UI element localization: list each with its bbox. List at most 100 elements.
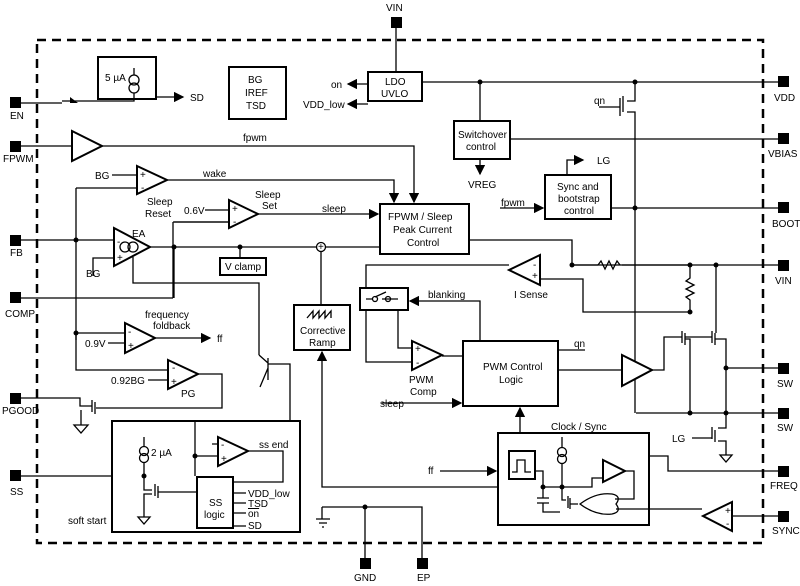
svg-text:GND: GND bbox=[354, 573, 376, 584]
svg-text:+: + bbox=[221, 454, 227, 465]
pin-boot: BOOT bbox=[611, 202, 800, 230]
svg-text:I Sense: I Sense bbox=[514, 290, 548, 301]
svg-text:+: + bbox=[140, 170, 146, 181]
svg-text:-: - bbox=[172, 363, 175, 374]
svg-text:Switchover: Switchover bbox=[458, 130, 508, 141]
pin-sw-1: SW bbox=[726, 363, 794, 390]
svg-text:ff: ff bbox=[428, 466, 434, 477]
pin-fpwm: FPWM bbox=[3, 141, 72, 165]
current-source-block: 5 µA SD bbox=[62, 56, 204, 104]
svg-text:BG: BG bbox=[248, 75, 263, 86]
svg-text:0.92BG: 0.92BG bbox=[111, 376, 145, 387]
svg-text:soft start: soft start bbox=[68, 516, 107, 527]
svg-text:Comp: Comp bbox=[410, 387, 437, 398]
svg-text:SD: SD bbox=[190, 93, 204, 104]
gate-driver: LG bbox=[621, 331, 734, 463]
vdd-switch-pmos: qn bbox=[594, 79, 638, 413]
svg-text:+: + bbox=[128, 341, 134, 352]
svg-text:control: control bbox=[466, 142, 496, 153]
svg-text:on: on bbox=[331, 80, 342, 91]
svg-text:0.9V: 0.9V bbox=[85, 339, 106, 350]
svg-text:-: - bbox=[221, 440, 224, 451]
svg-text:FREQ: FREQ bbox=[770, 481, 798, 492]
svg-text:FPWM / Sleep: FPWM / Sleep bbox=[388, 212, 453, 223]
pin-fb: FB bbox=[10, 235, 113, 259]
pin-vbias: VBIAS bbox=[510, 133, 798, 160]
svg-text:0.6V: 0.6V bbox=[184, 206, 205, 217]
svg-text:Reset: Reset bbox=[145, 209, 171, 220]
power-good-comparator: - + 0.92BG PG bbox=[111, 358, 201, 400]
clamp-transistor bbox=[258, 354, 291, 421]
pin-en: EN bbox=[10, 97, 62, 122]
svg-text:ff: ff bbox=[217, 334, 223, 345]
svg-text:Logic: Logic bbox=[499, 375, 523, 386]
vclamp-block: V clamp bbox=[219, 257, 267, 276]
svg-text:SW: SW bbox=[777, 379, 794, 390]
svg-text:ss end: ss end bbox=[259, 440, 288, 451]
svg-text:PGOOD: PGOOD bbox=[2, 406, 39, 417]
pin-pgood: PGOOD bbox=[2, 373, 223, 434]
svg-text:BG: BG bbox=[86, 269, 101, 280]
svg-text:+: + bbox=[232, 204, 238, 215]
svg-text:BOOT: BOOT bbox=[772, 219, 800, 230]
svg-text:-: - bbox=[726, 519, 729, 530]
svg-text:TSD: TSD bbox=[246, 101, 266, 112]
svg-text:EA: EA bbox=[132, 229, 146, 240]
svg-text:PG: PG bbox=[181, 389, 196, 400]
svg-text:Sleep: Sleep bbox=[255, 190, 281, 201]
svg-text:LDO: LDO bbox=[385, 77, 406, 88]
svg-text:+: + bbox=[725, 506, 731, 517]
svg-text:control: control bbox=[564, 206, 594, 217]
svg-text:SS: SS bbox=[209, 498, 223, 509]
fpwm-buffer: fpwm bbox=[71, 129, 420, 204]
svg-text:BG: BG bbox=[95, 171, 110, 182]
svg-text:FPWM: FPWM bbox=[3, 154, 34, 165]
pin-ep: EP bbox=[417, 558, 431, 584]
svg-text:SYNC: SYNC bbox=[772, 526, 800, 537]
ic-boundary bbox=[35, 38, 765, 545]
svg-text:IREF: IREF bbox=[245, 88, 268, 99]
svg-text:sleep: sleep bbox=[322, 204, 346, 215]
svg-text:-: - bbox=[416, 358, 419, 369]
svg-text:Control: Control bbox=[407, 238, 439, 249]
svg-text:PWM Control: PWM Control bbox=[483, 362, 542, 373]
svg-text:Clock / Sync: Clock / Sync bbox=[551, 422, 607, 433]
svg-text:VIN: VIN bbox=[386, 3, 403, 14]
pin-vin-top: VIN bbox=[386, 3, 403, 72]
pin-gnd: GND bbox=[316, 504, 423, 584]
svg-text:-: - bbox=[117, 237, 120, 248]
svg-text:+: + bbox=[171, 377, 177, 388]
svg-text:foldback: foldback bbox=[153, 321, 191, 332]
pin-vdd: VDD bbox=[422, 76, 795, 104]
svg-text:Corrective: Corrective bbox=[300, 326, 346, 337]
svg-text:qn: qn bbox=[594, 96, 605, 107]
svg-text:-: - bbox=[233, 217, 236, 228]
svg-text:SD: SD bbox=[248, 521, 262, 532]
svg-text:frequency: frequency bbox=[145, 310, 189, 321]
svg-text:Sync and: Sync and bbox=[557, 182, 599, 193]
svg-text:UVLO: UVLO bbox=[381, 89, 408, 100]
svg-text:VDD_low: VDD_low bbox=[248, 489, 290, 500]
svg-text:wake: wake bbox=[202, 169, 227, 180]
pin-vin: VIN bbox=[572, 260, 792, 287]
svg-text:qn: qn bbox=[574, 339, 585, 350]
svg-text:EN: EN bbox=[10, 111, 24, 122]
svg-text:VBIAS: VBIAS bbox=[768, 149, 798, 160]
clock-sync-block: Clock / Sync ff bbox=[428, 422, 702, 526]
svg-text:logic: logic bbox=[204, 510, 225, 521]
svg-text:COMP: COMP bbox=[5, 309, 35, 320]
svg-text:5 µA: 5 µA bbox=[105, 73, 126, 84]
svg-text:VREG: VREG bbox=[468, 180, 497, 191]
svg-text:+: + bbox=[532, 271, 538, 282]
svg-text:SS: SS bbox=[10, 487, 24, 498]
